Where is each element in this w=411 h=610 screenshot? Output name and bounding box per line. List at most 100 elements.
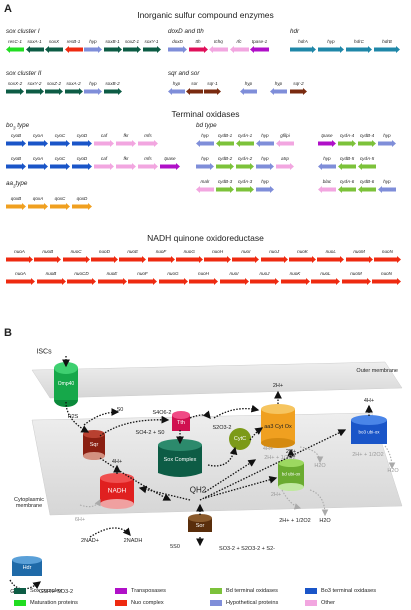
legend-item: Bo3 terminal oxidases xyxy=(305,588,376,594)
legend-item: Maturation proteins xyxy=(14,600,78,606)
gene-arrow-cyod xyxy=(72,163,92,170)
bo3-4h-label: 4H+ xyxy=(363,398,375,404)
gene-label: nuoM xyxy=(353,249,365,254)
gene-label: nuoM xyxy=(350,271,362,276)
gene-arrow-atrp xyxy=(276,163,294,170)
legend-label: Transposases xyxy=(131,588,166,594)
gene-label: caf xyxy=(100,133,108,138)
inorganic-sulfur-title: Inorganic sulfur compound enzymes xyxy=(137,10,274,20)
sox-cluster-2-title: sox cluster II xyxy=(6,70,42,77)
sor-products-label: SO3-2 + S2O3-2 + S2- xyxy=(219,546,275,552)
gene-label: hyp xyxy=(323,156,331,161)
gene-arrow-mfs xyxy=(138,140,158,147)
gene-label: hyp xyxy=(383,179,391,184)
gene-label: cyoC xyxy=(54,156,66,161)
legend-label: Other xyxy=(321,600,335,606)
gene-arrow-sqr-2 xyxy=(290,88,307,95)
gene-label: nuoK xyxy=(289,271,301,276)
legend-item: Transposases xyxy=(115,588,166,594)
s4o6-label: S4O6-2 xyxy=(152,410,172,416)
panel-b-letter: B xyxy=(4,327,12,339)
nad-label: 2NAD+ xyxy=(81,538,99,544)
gene-label: nuoD xyxy=(98,249,110,254)
gene-arrow-rfc xyxy=(229,46,249,53)
s5-label: 5S0 xyxy=(170,544,180,550)
gene-label: mfs xyxy=(144,156,152,161)
gene-label: hyp xyxy=(327,39,335,44)
gene-label: nuoG xyxy=(183,249,195,254)
gene-arrow-tpase-1 xyxy=(250,46,269,53)
gene-label: cydB-3 xyxy=(217,179,233,184)
gene-label: cyoD xyxy=(76,156,88,161)
gene-label: tpase-1 xyxy=(251,39,268,44)
gene-arrow-nuon xyxy=(373,256,401,263)
gene-arrow-nuoe xyxy=(119,256,147,263)
gene-label: qoxD xyxy=(76,196,88,201)
gene-arrow-nuom xyxy=(341,278,371,285)
gene-arrow-cyda-3 xyxy=(236,186,254,193)
gene-arrow-nuoa xyxy=(6,256,33,263)
gene-label: gfilpi xyxy=(280,133,290,138)
gene-arrow-cyob xyxy=(6,140,26,147)
gene-label: nuoJ xyxy=(269,249,280,254)
gene-label: hyp xyxy=(261,133,269,138)
gene-arrow-cyoa xyxy=(28,163,48,170)
gene-label: hyp xyxy=(261,179,269,184)
gene-label: nuoK xyxy=(297,249,308,254)
gene-label: hdrB xyxy=(382,39,392,44)
gene-arrow-nuoe xyxy=(97,278,127,285)
gene-arrow-soxy-1 xyxy=(142,46,161,53)
legend-swatch xyxy=(14,588,26,594)
sqr-label: Sqr xyxy=(89,442,99,448)
qh2-label: QH2 xyxy=(189,485,207,495)
gene-label: soxX-2 xyxy=(7,81,23,86)
bd-h2o-label: H2O xyxy=(319,518,331,524)
gene-label: fkr xyxy=(123,156,129,161)
gene-arrow-cydb-5 xyxy=(338,163,356,170)
gene-label: tth xyxy=(195,39,201,44)
gene-label: nuoJ xyxy=(259,271,270,276)
gene-label: nuoA xyxy=(14,249,25,254)
gene-label: hdrC xyxy=(354,39,364,44)
cytoplasmic-membrane-label: Cytoplasmic membrane xyxy=(14,497,44,509)
nadh-6h-label: 6H+ xyxy=(74,517,86,523)
gene-arrow-caf xyxy=(94,140,114,147)
gene-label: nuoH xyxy=(212,249,224,254)
gene-arrow-caf xyxy=(94,163,114,170)
gene-arrow-malr xyxy=(196,186,214,193)
gene-label: cydB-2 xyxy=(217,156,233,161)
legend-swatch xyxy=(210,600,222,606)
gene-label: cyoC xyxy=(54,133,66,138)
terminal-oxidases-title: Terminal oxidases xyxy=(171,109,240,119)
gene-arrow-hyp xyxy=(256,163,274,170)
gene-label: rfc xyxy=(236,39,242,44)
gene-arrow-hyp xyxy=(196,163,214,170)
gene-label: nuoG xyxy=(167,271,179,276)
bd-label: bd ubi-ox xyxy=(281,471,301,477)
legend-item: Bd terminal oxidases xyxy=(210,588,278,594)
gene-arrow-cyda-4 xyxy=(338,140,356,147)
hdr-title: hdr xyxy=(290,28,300,35)
gene-arrow-qoxd xyxy=(72,203,92,210)
gene-label: atrp xyxy=(281,156,289,161)
gene-label: tpase xyxy=(164,156,176,161)
gene-arrow-nuog xyxy=(158,278,188,285)
gene-arrow-tchq xyxy=(209,46,228,53)
iscs-label: ISCs xyxy=(36,348,52,356)
gene-arrow-nuoh xyxy=(204,256,232,263)
h2s-label: H2S xyxy=(67,414,79,420)
gene-label: soxB-2 xyxy=(105,81,120,86)
gene-label: qoxC xyxy=(54,196,66,201)
nadh-title: NADH quinone oxidoreductase xyxy=(147,233,264,243)
gene-arrow-cydb-4 xyxy=(358,140,376,147)
gene-arrow-nuon xyxy=(372,278,401,285)
outer-membrane xyxy=(31,361,403,399)
legend-swatch xyxy=(210,588,222,594)
gene-arrow-nuof xyxy=(147,256,175,263)
gene-arrow-nuof xyxy=(128,278,157,285)
gene-label: nuoI xyxy=(229,271,239,276)
gene-arrow-hdra xyxy=(290,46,316,53)
gene-arrow-tpase xyxy=(318,140,336,147)
gene-arrow-cyda-1 xyxy=(236,140,254,147)
gene-arrow-nuoh xyxy=(189,278,218,285)
